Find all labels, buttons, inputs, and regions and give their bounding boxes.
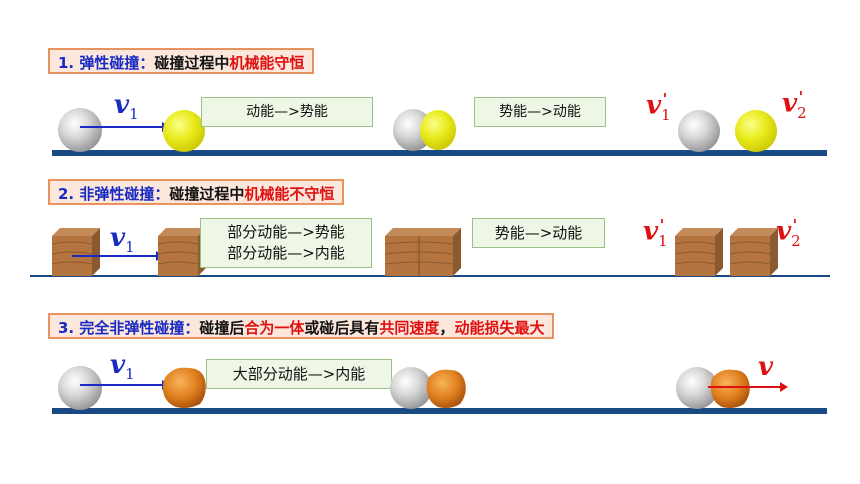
section-1-highlight: 机械能守恒 <box>229 54 305 72</box>
section-2-label-1-line-1: 部分动能—>势能 <box>227 223 345 241</box>
section-3-body-3: ， <box>439 319 455 337</box>
gray-ball-icon <box>678 110 720 152</box>
section-1-track <box>52 150 827 156</box>
arrow-icon <box>708 382 788 392</box>
section-2-title: 2. 非弹性碰撞：碰撞过程中机械能不守恒 <box>48 179 345 205</box>
yellow-ball-icon <box>735 110 777 152</box>
section-2-prefix: 2. 非弹性碰撞： <box>58 185 170 203</box>
section-3-highlight-1: 合为一体 <box>244 319 305 337</box>
section-3-highlight-3: 动能损失最大 <box>454 319 545 337</box>
gray-ball-icon <box>58 108 102 152</box>
yellow-ball-icon <box>420 110 456 150</box>
wooden-block-icon <box>675 228 723 276</box>
velocity-v1-label: v1 <box>110 223 135 257</box>
velocity-v2-prime-label: v2' <box>776 216 801 250</box>
section-1-prefix: 1. 弹性碰撞： <box>58 54 155 72</box>
section-2-body: 碰撞过程中 <box>169 185 245 203</box>
yellow-ball-icon <box>163 110 205 152</box>
section-3-track <box>52 408 827 414</box>
section-3-prefix: 3. 完全非弹性碰撞： <box>58 319 200 337</box>
clay-lump-icon <box>426 369 466 408</box>
wooden-block-icon <box>730 228 778 276</box>
section-2-label-1-line-2: 部分动能—>内能 <box>227 244 345 262</box>
velocity-v1-label: v1 <box>114 90 139 124</box>
wooden-block-icon <box>385 228 461 276</box>
clay-lump-icon <box>162 367 206 408</box>
section-3-body-2: 或碰后具有 <box>304 319 380 337</box>
section-3-title: 3. 完全非弹性碰撞：碰撞后合为一体或碰后具有共同速度，动能损失最大 <box>48 313 555 339</box>
section-3-body-1: 碰撞后 <box>199 319 245 337</box>
section-2-label-2: 势能—>动能 <box>472 218 605 248</box>
velocity-v-label: v <box>758 352 774 382</box>
clay-lump-icon <box>710 369 750 408</box>
section-1-label-1: 动能—>势能 <box>201 97 373 127</box>
velocity-v1-prime-label: v1' <box>643 216 668 250</box>
section-2-ground <box>30 275 830 277</box>
section-2-highlight: 机械能不守恒 <box>244 185 335 203</box>
velocity-v2-prime-label: v2' <box>782 88 807 122</box>
gray-ball-icon <box>58 366 102 410</box>
section-1-title: 1. 弹性碰撞：碰撞过程中机械能守恒 <box>48 48 315 74</box>
section-1-label-2: 势能—>动能 <box>474 97 606 127</box>
velocity-v1-prime-label: v1' <box>646 90 671 124</box>
section-1-body: 碰撞过程中 <box>154 54 230 72</box>
section-3-highlight-2: 共同速度 <box>379 319 440 337</box>
section-3-label-1: 大部分动能—>内能 <box>206 359 392 389</box>
gray-ball-icon <box>390 367 432 409</box>
section-2-label-1: 部分动能—>势能 部分动能—>内能 <box>200 218 372 268</box>
velocity-v1-label: v1 <box>110 350 135 384</box>
